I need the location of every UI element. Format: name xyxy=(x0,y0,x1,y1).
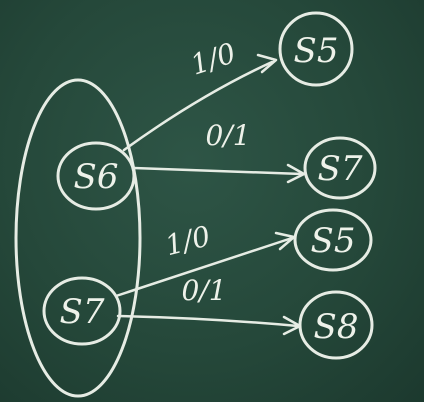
transition-s7-s5-label: 1/0 xyxy=(162,219,214,262)
state-group-ellipse xyxy=(14,78,142,398)
transition-s6-s7-label: 0/1 xyxy=(205,119,250,152)
state-s6: S6 xyxy=(56,141,136,211)
state-s7-label: S7 xyxy=(60,292,105,332)
state-s5-right: S5 xyxy=(293,208,373,272)
state-s5-right-label: S5 xyxy=(311,221,356,261)
state-s5-top: S5 xyxy=(278,11,354,87)
state-s7-right-label: S7 xyxy=(318,149,363,189)
transition-s6-s5: 1/0 xyxy=(122,36,278,152)
transition-s7-s8-label: 0/1 xyxy=(181,274,226,307)
transition-s6-s5-label: 1/0 xyxy=(187,36,240,81)
state-s7: S7 xyxy=(42,276,122,346)
transition-s6-s7: 0/1 xyxy=(132,119,306,184)
state-s7-right: S7 xyxy=(303,136,377,200)
transition-s7-s8: 0/1 xyxy=(116,274,302,336)
state-s8: S8 xyxy=(298,290,374,360)
state-s5-top-label: S5 xyxy=(294,31,339,71)
state-s8-label: S8 xyxy=(314,307,359,347)
state-s6-label: S6 xyxy=(74,157,119,197)
